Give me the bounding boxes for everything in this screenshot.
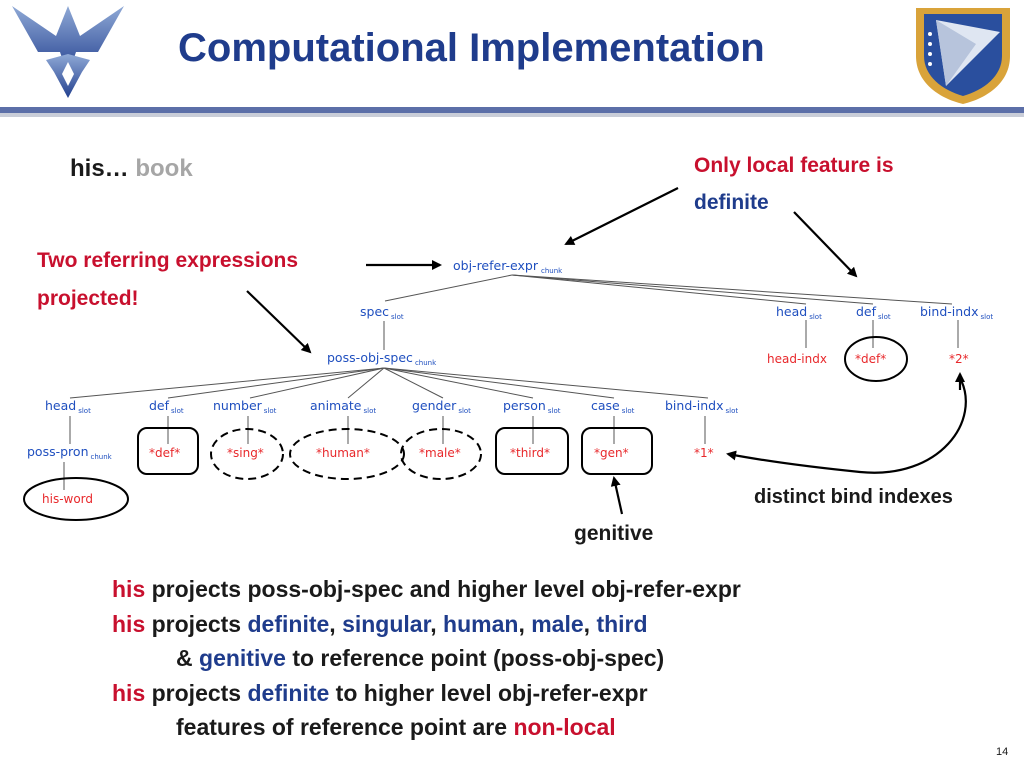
value-gen: *gen* bbox=[594, 446, 629, 460]
sing-dashed-circle bbox=[210, 428, 284, 480]
comma: , bbox=[430, 610, 437, 637]
his-word-circle bbox=[23, 477, 129, 521]
slide-title: Computational Implementation bbox=[178, 26, 765, 70]
feature-definite: definite bbox=[247, 610, 330, 637]
male-dashed-circle bbox=[400, 428, 482, 480]
feature-singular: singular bbox=[342, 610, 431, 637]
genitive-note: genitive bbox=[574, 522, 654, 545]
feature-definite: definite bbox=[247, 679, 330, 706]
desc-line-3: & genitive to reference point (poss-obj-… bbox=[112, 641, 741, 676]
desc-line-1: his projects poss-obj-spec and higher le… bbox=[112, 572, 741, 607]
def-box bbox=[137, 427, 199, 475]
local-feature-note-line2: definite bbox=[694, 191, 769, 214]
comma: , bbox=[518, 610, 525, 637]
two-ref-note-line1: Two referring expressions bbox=[37, 249, 299, 272]
page-number: 14 bbox=[996, 746, 1009, 758]
afrl-seal-logo bbox=[916, 8, 1010, 104]
value-male: *male* bbox=[419, 446, 461, 460]
value-his-word: his-word bbox=[42, 492, 93, 506]
ampersand: & bbox=[176, 645, 193, 671]
arrow-genitive bbox=[610, 476, 624, 515]
feature-third: third bbox=[596, 610, 648, 637]
description-block: his projects poss-obj-spec and higher le… bbox=[112, 572, 741, 745]
third-box bbox=[495, 427, 569, 475]
value-head-indx: head-indx bbox=[767, 352, 827, 366]
value-bind-2: *2* bbox=[949, 352, 969, 366]
value-def: *def* bbox=[149, 446, 180, 460]
desc-text: projects bbox=[151, 610, 242, 637]
phrase-word-book: book bbox=[135, 155, 193, 182]
desc-line-5: features of reference point are non-loca… bbox=[112, 710, 741, 745]
desc-text: projects poss-obj-spec and higher level … bbox=[151, 576, 741, 602]
two-ref-note-line2: projected! bbox=[37, 287, 139, 310]
tree-edges bbox=[63, 274, 959, 490]
arrow-to-def-slot bbox=[793, 211, 858, 278]
value-third: *third* bbox=[510, 446, 550, 460]
example-phrase: his… book bbox=[70, 155, 193, 183]
word-his: his bbox=[112, 679, 146, 706]
desc-line-4: his projects definite to higher level ob… bbox=[112, 676, 741, 711]
desc-text: to reference point (poss-obj-spec) bbox=[292, 645, 665, 671]
desc-text: projects bbox=[151, 679, 242, 706]
feature-human: human bbox=[443, 610, 519, 637]
gen-box bbox=[581, 427, 653, 475]
value-human: *human* bbox=[316, 446, 370, 460]
title-rule-shadow bbox=[0, 113, 1024, 117]
arrow-two-ref-to-poss bbox=[246, 290, 312, 354]
word-his: his bbox=[112, 610, 146, 637]
word-his: his bbox=[112, 576, 146, 602]
desc-text: to higher level obj-refer-expr bbox=[335, 679, 648, 706]
air-force-wings-logo bbox=[12, 6, 124, 98]
arrow-bind-index bbox=[726, 377, 967, 474]
title-rule bbox=[0, 107, 1024, 113]
desc-text: features of reference point are bbox=[176, 714, 508, 740]
arrow-to-root bbox=[564, 187, 679, 245]
bind-indexes-note: distinct bind indexes bbox=[754, 486, 953, 508]
value-sing: *sing* bbox=[227, 446, 264, 460]
comma: , bbox=[329, 610, 336, 637]
value-bind-1: *1* bbox=[694, 446, 714, 460]
non-local-term: non-local bbox=[513, 714, 616, 740]
phrase-word-his: his… bbox=[70, 155, 129, 182]
local-feature-note-line1: Only local feature is bbox=[694, 154, 894, 177]
feature-genitive: genitive bbox=[199, 645, 286, 671]
human-dashed-circle bbox=[289, 428, 405, 480]
comma: , bbox=[583, 610, 591, 637]
def-top-circle bbox=[844, 336, 908, 382]
value-def-top: *def* bbox=[855, 352, 886, 366]
feature-male: male bbox=[531, 610, 584, 637]
desc-line-2: his projects definite, singular, human, … bbox=[112, 607, 741, 642]
